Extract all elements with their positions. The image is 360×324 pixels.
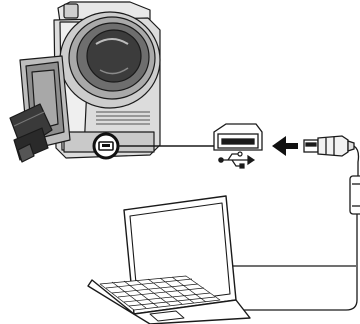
- usb-symbol-icon: [219, 152, 254, 168]
- usb-plug: [304, 136, 354, 156]
- camcorder: [10, 2, 160, 162]
- laptop: [88, 196, 250, 324]
- usb-receptacle: [214, 124, 262, 150]
- insert-arrow-icon: [272, 136, 298, 156]
- camera-usb-port: [94, 134, 118, 158]
- usb-cable: [236, 146, 360, 310]
